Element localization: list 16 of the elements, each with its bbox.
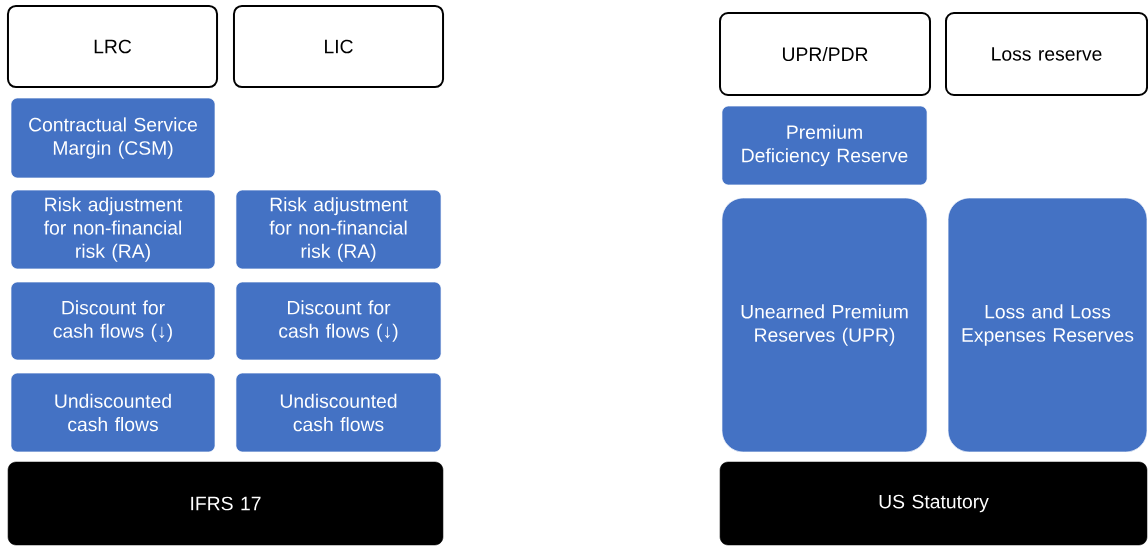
header-box: LIC xyxy=(232,4,445,89)
reserve-box: Discount for cash flows (↓) xyxy=(235,281,442,361)
base-bar: US Statutory xyxy=(719,461,1148,546)
reserve-box: Contractual Service Margin (CSM) xyxy=(10,97,216,179)
reserve-box: Premium Deficiency Reserve xyxy=(721,105,928,186)
header-box: Loss reserve xyxy=(945,12,1148,96)
base-bar: IFRS 17 xyxy=(7,461,444,546)
reserve-box: Risk adjustment for non-financial risk (RA) xyxy=(10,189,216,270)
header-box: LRC xyxy=(6,4,219,89)
reserve-box: Unearned Premium Reserves (UPR) xyxy=(721,197,928,453)
reserve-box: Risk adjustment for non-financial risk (RA) xyxy=(235,189,442,270)
reserve-box: Discount for cash flows (↓) xyxy=(10,281,216,361)
reserve-box: Undiscounted cash flows xyxy=(10,372,216,453)
header-box: UPR/PDR xyxy=(719,12,931,96)
reserve-box: Loss and Loss Expenses Reserves xyxy=(947,197,1148,453)
reserve-box: Undiscounted cash flows xyxy=(235,372,442,453)
